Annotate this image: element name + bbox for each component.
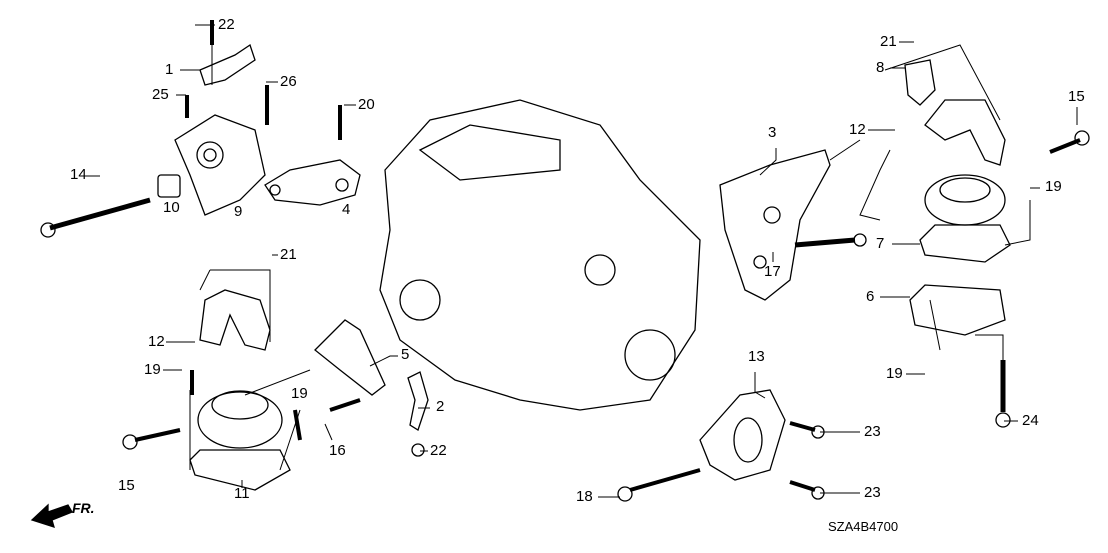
callout-11: 11 [234, 485, 250, 502]
fr-arrow-icon [30, 503, 73, 528]
part-bracket-3 [719, 149, 831, 301]
callout-23: 23 [864, 423, 881, 440]
callout-22: 22 [430, 442, 447, 459]
part-mount-13 [699, 389, 786, 481]
callout-17: 17 [764, 263, 781, 280]
part-stopper-12-left [199, 289, 271, 351]
part-bolts-bottom-left [122, 370, 425, 457]
callout-7: 7 [876, 235, 885, 252]
part-engine-assembly [379, 99, 701, 411]
part-bracket-6 [909, 284, 1006, 336]
part-bolt-17 [794, 233, 867, 248]
part-mount-11 [189, 390, 291, 491]
leader-lines [86, 20, 1078, 498]
callout-18: 18 [576, 488, 593, 505]
part-mount-10 [157, 174, 181, 198]
callout-8: 8 [876, 59, 885, 76]
callout-2: 2 [436, 398, 445, 415]
part-bolts-23 [789, 421, 825, 500]
callout-19: 19 [1045, 178, 1062, 195]
callout-22: 22 [218, 16, 235, 33]
part-bolt-14 [40, 197, 151, 238]
callout-12: 12 [148, 333, 165, 350]
part-bracket-1 [199, 43, 256, 86]
part-bracket-5 [314, 319, 386, 396]
callout-21: 21 [880, 33, 897, 50]
callout-13: 13 [748, 348, 765, 365]
part-bracket-2 [407, 371, 429, 431]
callout-1: 1 [165, 61, 174, 78]
callout-16: 16 [329, 442, 346, 459]
callout-15: 15 [118, 477, 135, 494]
callout-6: 6 [866, 288, 875, 305]
callout-5: 5 [401, 346, 410, 363]
part-bolts-top-left [185, 20, 342, 140]
front-indicator-label: FR. [72, 500, 95, 516]
callout-15: 15 [1068, 88, 1085, 105]
callout-26: 26 [280, 73, 297, 90]
part-bracket-8 [904, 59, 936, 106]
callout-19: 19 [144, 361, 161, 378]
callout-19: 19 [886, 365, 903, 382]
diagram-code: SZA4B4700 [828, 519, 899, 534]
part-mount-7 [919, 174, 1011, 263]
callout-24: 24 [1022, 412, 1039, 429]
callout-19: 19 [291, 385, 308, 402]
part-bolt-18 [617, 468, 701, 502]
callout-23: 23 [864, 484, 881, 501]
part-mount-9 [174, 114, 266, 216]
part-bolt-15-right [1049, 130, 1090, 154]
callout-25: 25 [152, 86, 169, 103]
callout-14: 14 [70, 166, 87, 183]
callout-4: 4 [342, 201, 351, 218]
part-bracket-4 [264, 159, 361, 206]
part-bolt-24 [995, 360, 1011, 428]
callout-12: 12 [849, 121, 866, 138]
callout-9: 9 [234, 203, 243, 220]
callout-10: 10 [163, 199, 180, 216]
part-stopper-12-right [924, 99, 1006, 166]
callout-3: 3 [768, 124, 777, 141]
callout-20: 20 [358, 96, 375, 113]
callout-21: 21 [280, 246, 297, 263]
